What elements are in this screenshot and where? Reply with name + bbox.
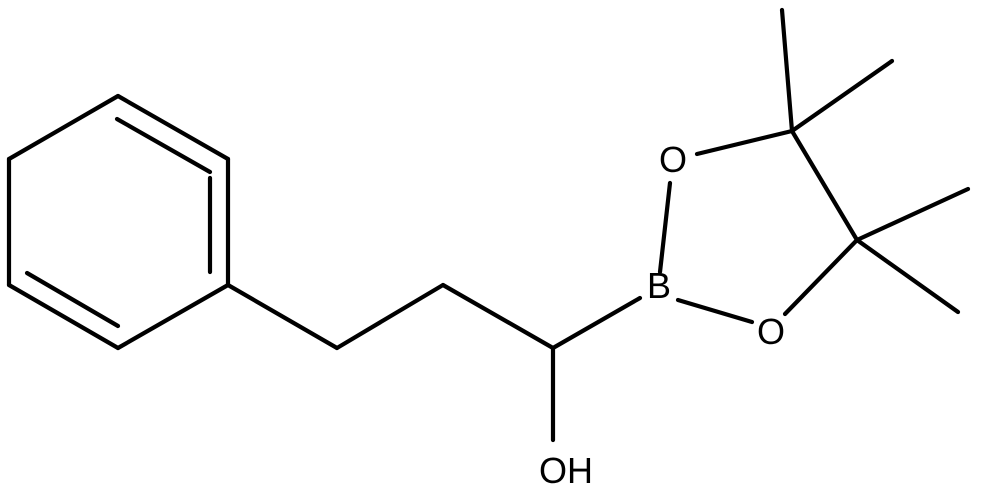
oxygen-top-carbon-bond [694,128,795,157]
oxygen-bottom-carbon-bond [782,237,860,317]
ring-bond-3 [115,282,231,351]
quaternary-carbon-bond [789,128,860,243]
chain-bond-1 [225,282,340,351]
boron-oxygen-bottom-bond [675,297,755,325]
carbon-chain [225,282,556,351]
methyl-bond-2 [789,58,895,134]
ring-bond-1 [115,93,231,162]
oxygen-bottom-atom-label: O [757,311,785,352]
ring-double-bond-bottom-left [24,270,121,329]
dioxaborolane-ring [657,128,860,325]
chain-bond-2 [334,282,446,351]
boron-atom-label: B [647,265,671,306]
methyl-bond-1 [779,7,795,134]
chain-bond-3 [440,282,556,351]
benzene-ring [6,93,231,351]
ring-bond-4 [6,282,121,351]
hydroxyl-atom-label: OH [539,450,593,491]
oxygen-top-atom-label: O [659,139,687,180]
ring-double-bond-top [114,116,213,175]
ring-bond-6 [6,93,121,162]
carbon-boron-bond [550,295,643,351]
methyl-bond-3 [854,186,971,243]
methyl-groups [779,7,971,315]
methyl-bond-4 [854,237,961,315]
boron-oxygen-top-bond [657,180,673,275]
